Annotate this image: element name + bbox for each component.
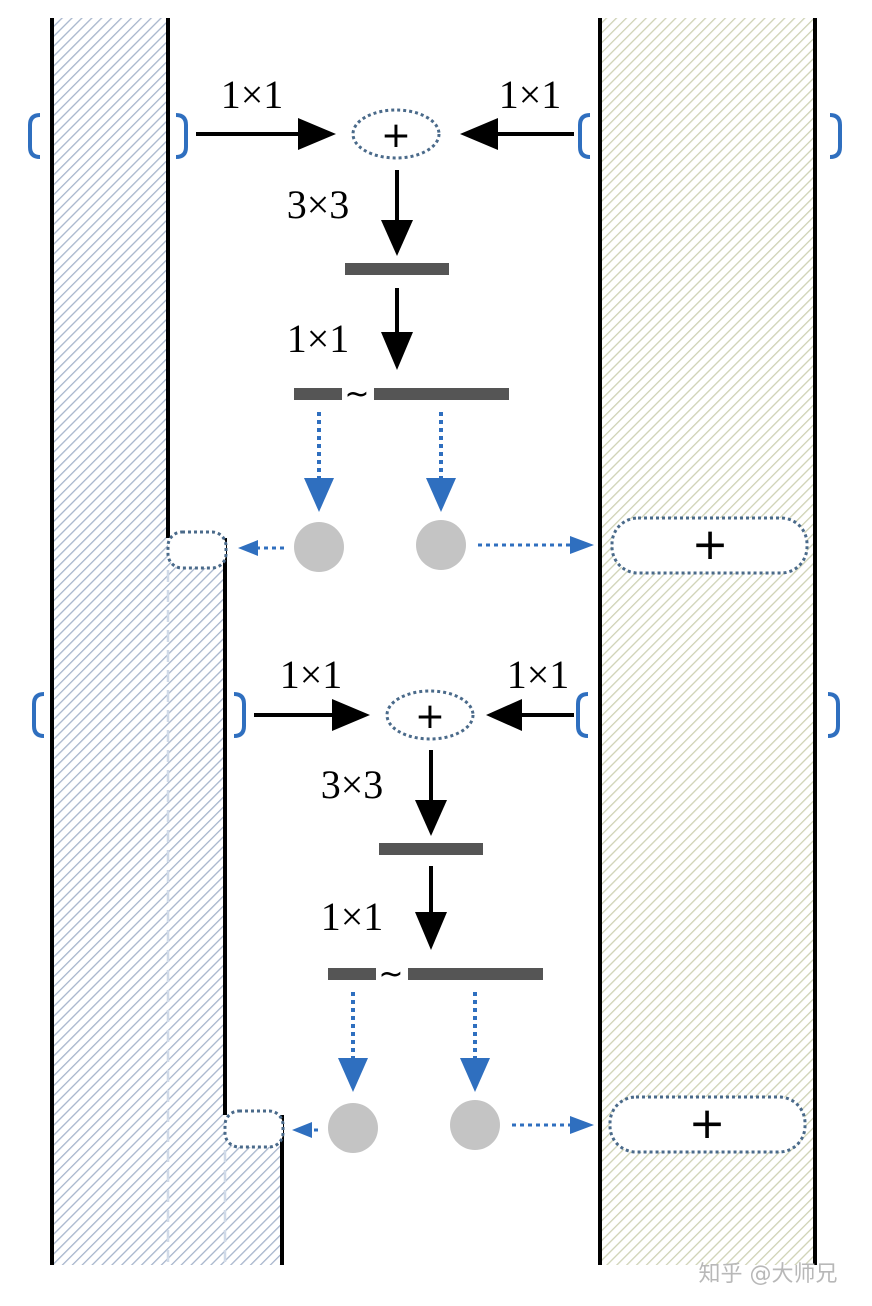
label-bot-3x3: 3×3 — [321, 762, 384, 807]
bot-dense-output-node — [328, 1103, 378, 1153]
bot-residual-sum-box — [608, 1095, 807, 1154]
watermark: 知乎 @大师兄 — [699, 1262, 838, 1287]
bot-dotted-down-left-head — [338, 1058, 368, 1092]
bracket-top-left-inner — [175, 113, 188, 159]
bracket-top-right-inner — [578, 113, 591, 159]
bracket-bot-right-inner — [576, 692, 589, 738]
top-residual-sum-box — [610, 516, 809, 575]
label-top-right-1x1: 1×1 — [499, 72, 562, 117]
arrow-top-1x1-head — [381, 332, 413, 370]
bot-dense-concat-box — [223, 1109, 285, 1149]
right-residual-path-region — [600, 18, 815, 1265]
bot-dotted-to-residual-head — [570, 1116, 594, 1134]
top-residual-output-node — [416, 520, 466, 570]
label-bot-right-1x1: 1×1 — [507, 652, 570, 697]
label-bot-mid-1x1: 1×1 — [321, 894, 384, 939]
arrow-bot-right-head — [486, 699, 522, 731]
label-top-left-1x1: 1×1 — [221, 72, 284, 117]
label-top-mid-1x1: 1×1 — [287, 316, 350, 361]
arrow-top-left-head — [298, 118, 336, 150]
bot-sum-plus-icon: + — [415, 696, 445, 737]
top-dense-concat-box — [166, 530, 228, 570]
bracket-top-left-outer — [28, 113, 41, 159]
top-split-bar-short — [294, 388, 342, 400]
top-split-bar-long — [374, 388, 509, 400]
bracket-top-right-outer — [829, 113, 842, 159]
bracket-bot-right-outer — [827, 692, 840, 738]
bracket-bot-left-outer — [32, 692, 45, 738]
top-dotted-down-left-head — [304, 478, 334, 512]
top-dotted-to-dense-head — [238, 540, 258, 556]
arrow-top-3x3-head — [381, 220, 413, 256]
arrow-bot-left-head — [332, 699, 370, 731]
top-residual-plus-icon: + — [692, 519, 729, 570]
bot-residual-output-node — [450, 1100, 500, 1150]
bot-split-bar-short — [328, 968, 376, 980]
top-dotted-down-right-head — [426, 478, 456, 512]
top-sum-ellipse — [351, 108, 441, 160]
bot-dotted-down-right-head — [460, 1058, 490, 1092]
bot-residual-plus-icon: + — [689, 1098, 726, 1149]
bot-split-bar-long — [408, 968, 543, 980]
bot-sum-ellipse — [385, 689, 475, 741]
top-split-tilde: ~ — [344, 377, 369, 412]
top-dotted-to-residual-head — [570, 536, 594, 554]
arrow-top-right-head — [460, 118, 498, 150]
label-top-3x3: 3×3 — [287, 182, 350, 227]
bot-dotted-to-dense-head — [292, 1122, 312, 1138]
label-bot-left-1x1: 1×1 — [280, 652, 343, 697]
bot-3x3-feature-bar — [379, 843, 483, 855]
arrow-bot-3x3-head — [415, 800, 447, 836]
top-sum-plus-icon: + — [381, 115, 411, 156]
bot-split-tilde: ~ — [378, 957, 403, 992]
top-dense-output-node — [294, 522, 344, 572]
bracket-bot-left-inner — [233, 692, 246, 738]
top-3x3-feature-bar — [345, 263, 449, 275]
arrow-bot-1x1-head — [415, 912, 447, 950]
